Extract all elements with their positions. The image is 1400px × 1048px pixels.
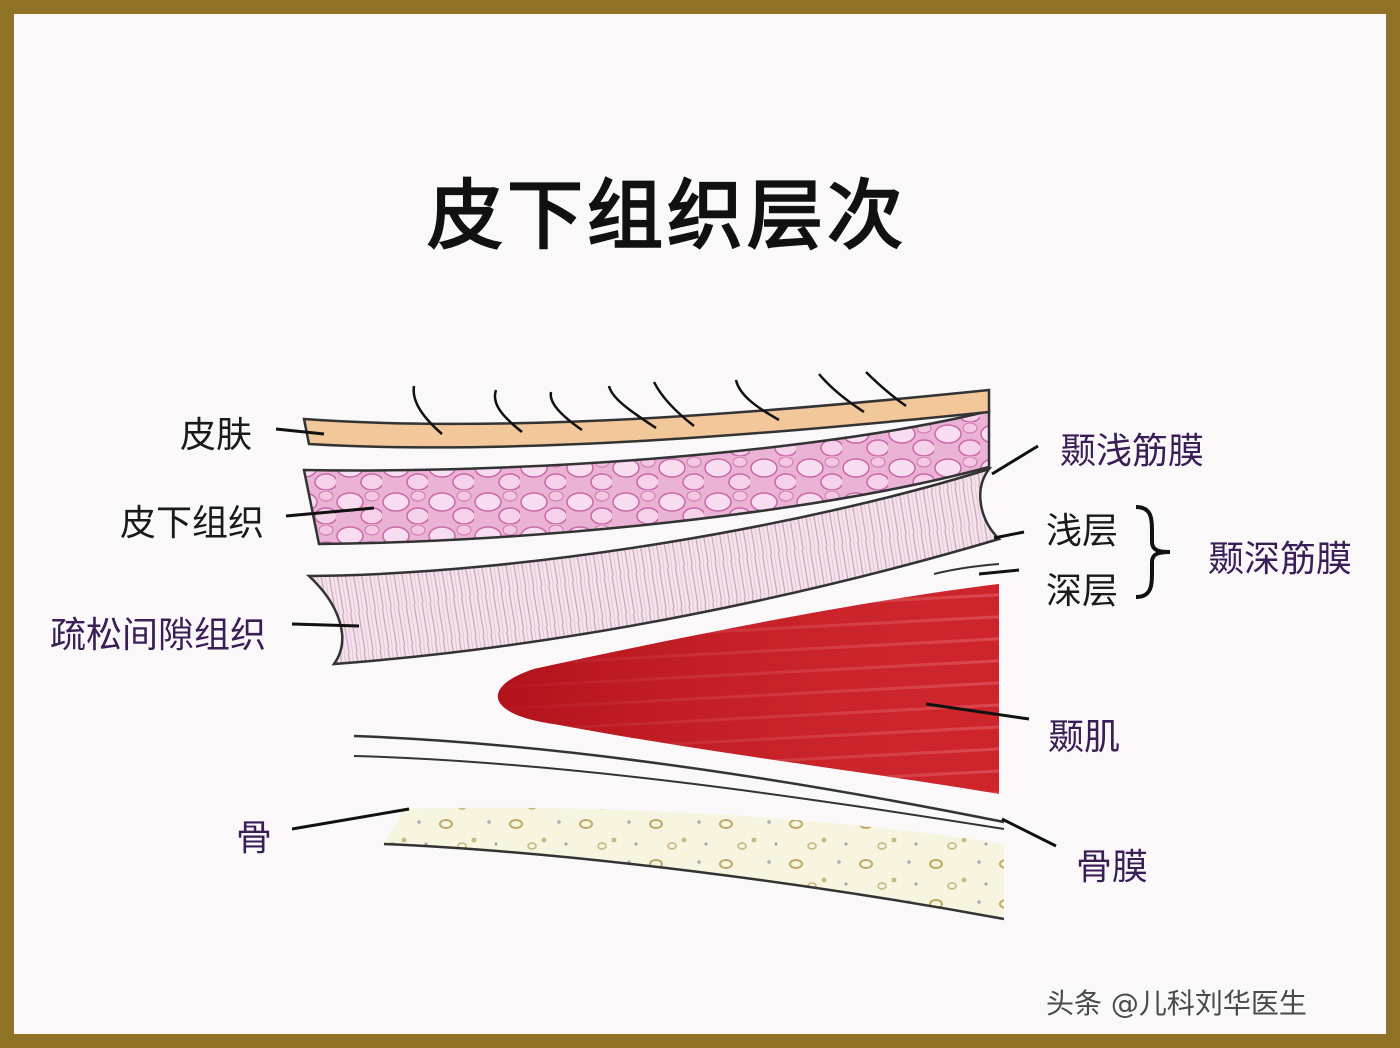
deep-temporal-fascia [305, 466, 1002, 666]
label-bone: 骨 [236, 818, 273, 859]
watermark: 头条 @儿科刘华医生 [1046, 987, 1307, 1020]
page-title: 皮下组织层次 [427, 171, 907, 260]
label-subcutaneous: 皮下组织 [120, 503, 265, 544]
skin-layer [302, 388, 991, 449]
label-temporoparietal-fascia: 颞浅筋膜 [1060, 431, 1205, 472]
deep-layer-line [933, 563, 1000, 575]
bone-layer [384, 807, 1004, 919]
diagram-frame: 皮下组织层次 [14, 14, 1386, 1034]
label-temporalis-muscle: 颞肌 [1048, 717, 1121, 758]
label-skin: 皮肤 [180, 415, 253, 456]
periosteum-line-2 [353, 755, 1005, 830]
label-deep-layer: 深层 [1046, 571, 1119, 612]
brace [1135, 505, 1171, 599]
bone-bottom-line [383, 842, 1005, 921]
hair-strokes [412, 371, 907, 435]
tissue-layers-illustration [275, 371, 1171, 921]
leader-lines [275, 427, 1057, 848]
periosteum-line-1 [353, 734, 1005, 824]
subcutaneous-layer [302, 409, 991, 546]
label-deep-temporal-fascia: 颞深筋膜 [1208, 539, 1353, 580]
label-superficial-layer: 浅层 [1046, 511, 1119, 552]
label-loose-areolar-tissue: 疏松间隙组织 [50, 615, 267, 656]
label-periosteum: 骨膜 [1076, 847, 1149, 888]
